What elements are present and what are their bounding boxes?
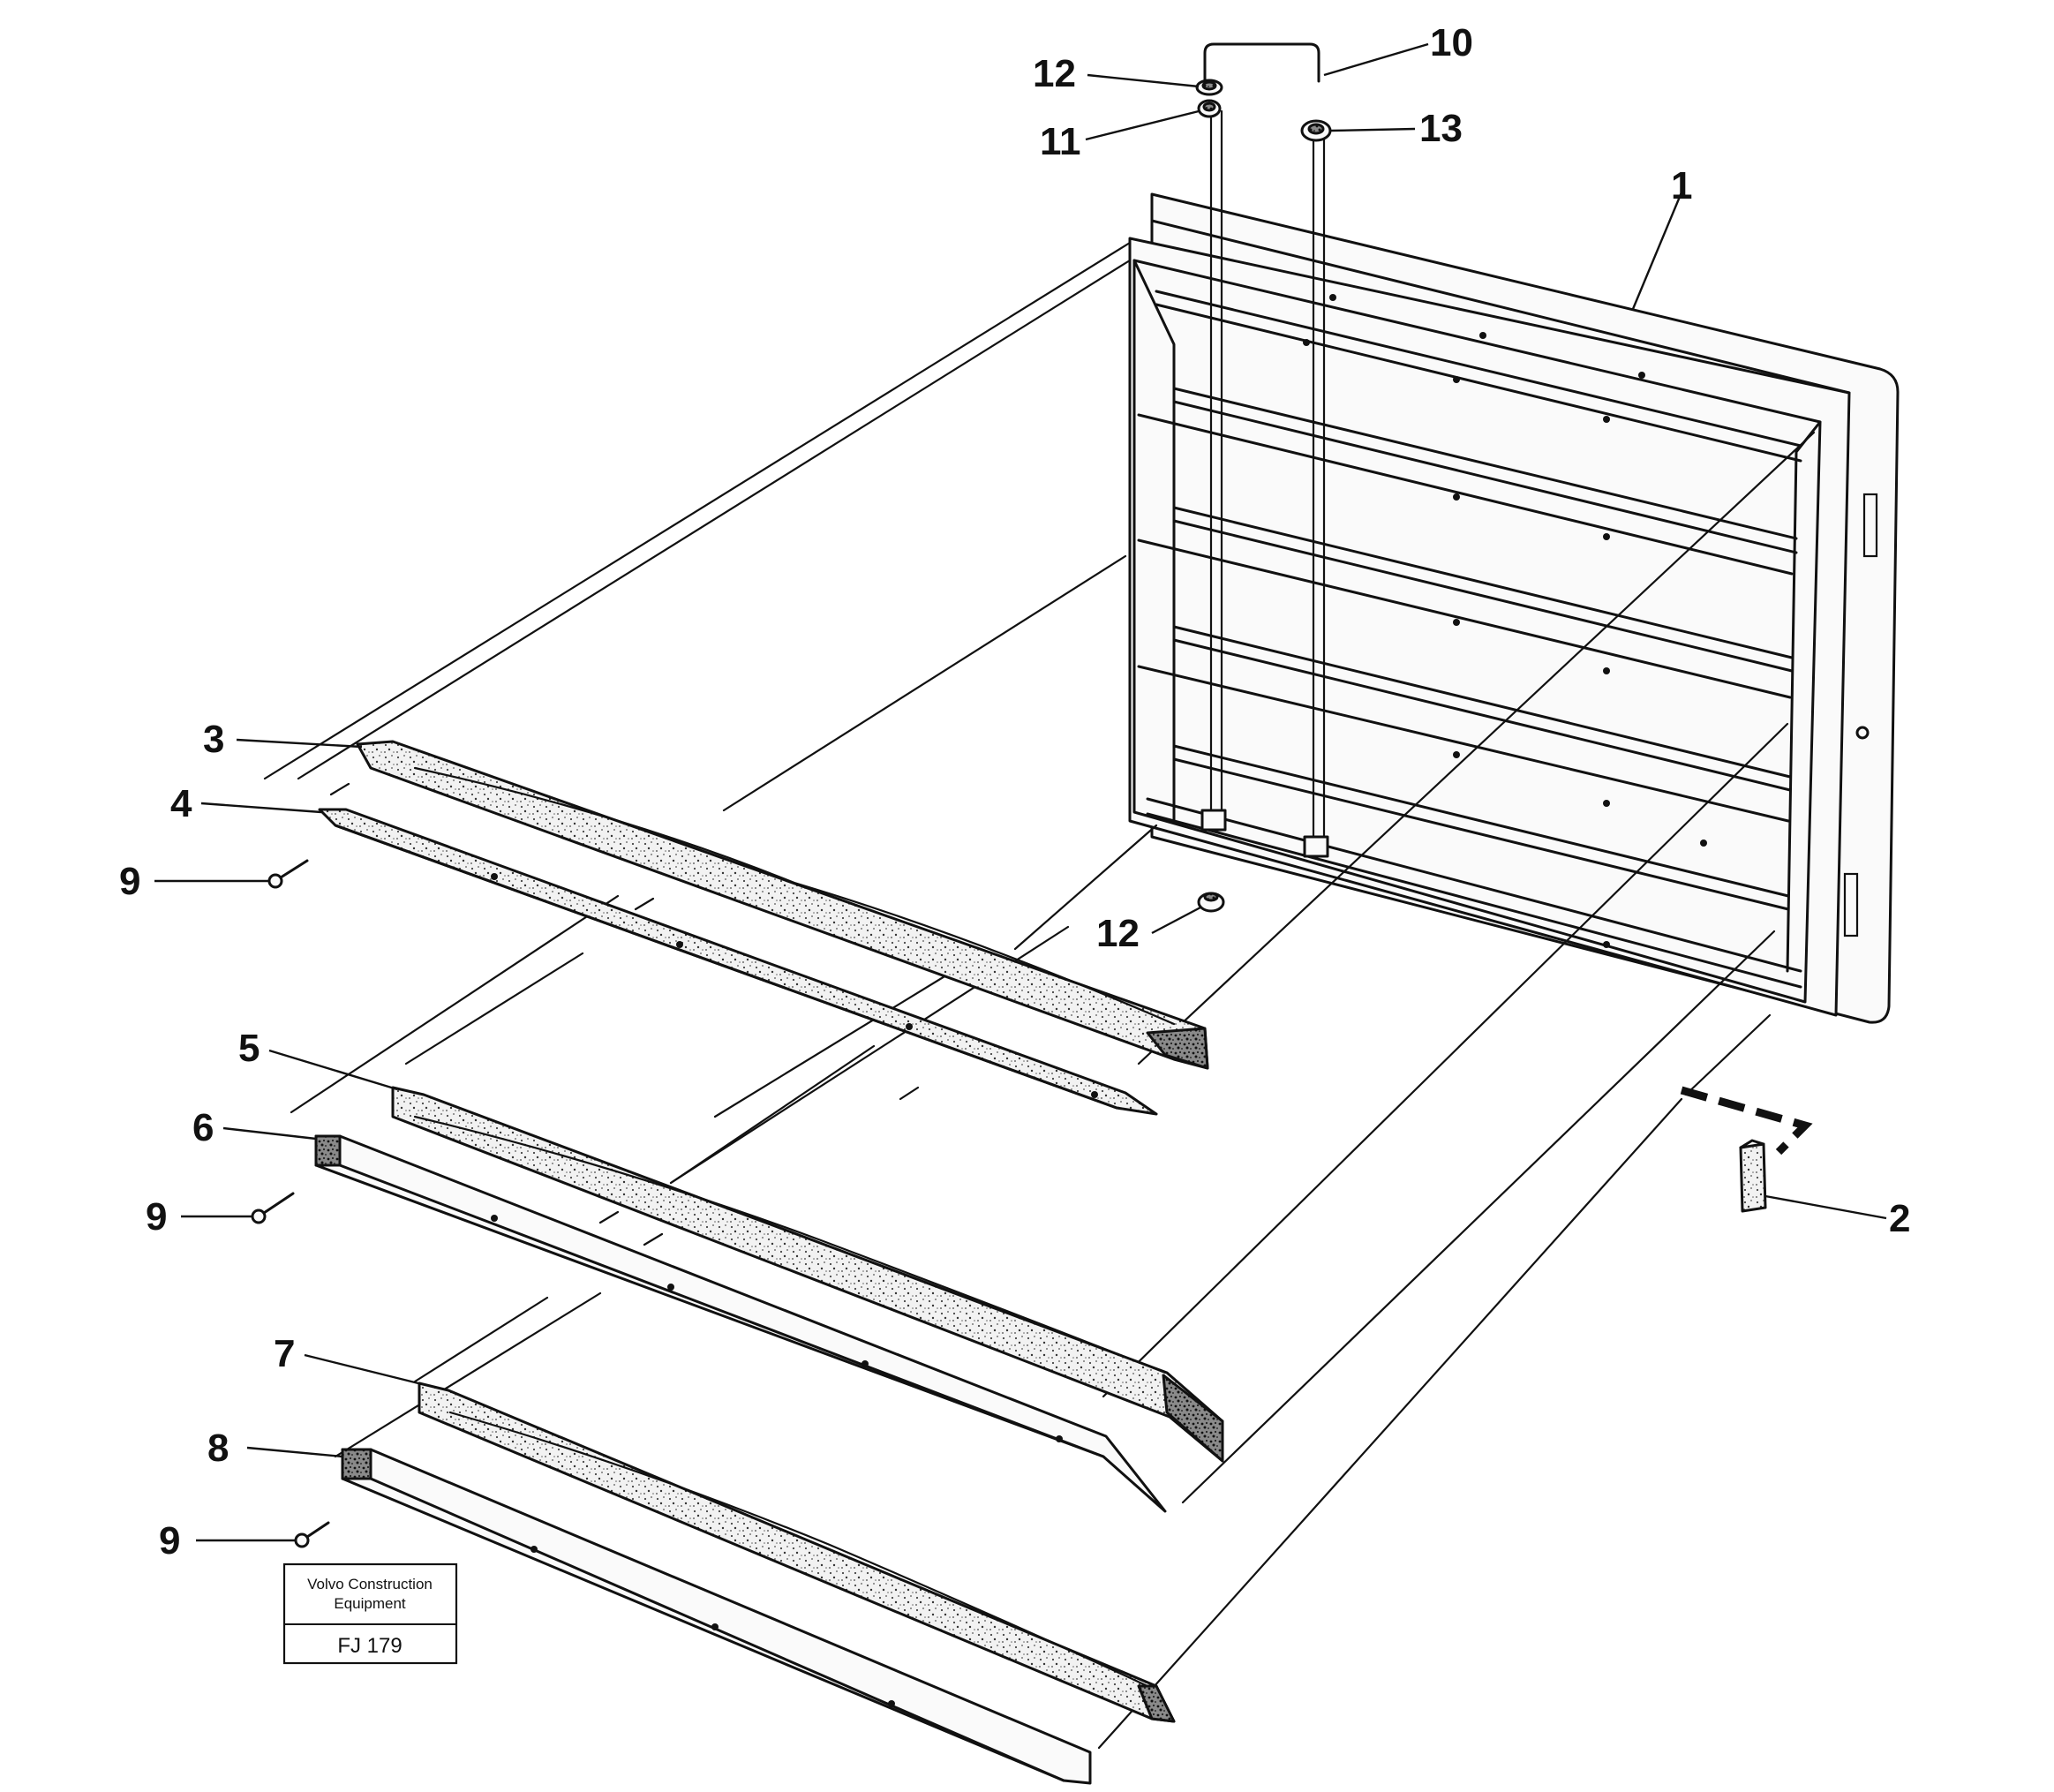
callout-leaders — [154, 42, 1887, 1542]
callout-9-bottom: 9 — [159, 1519, 180, 1562]
callout-9-top: 9 — [119, 860, 140, 903]
callout-6: 6 — [192, 1106, 214, 1149]
callout-11: 11 — [1040, 120, 1081, 163]
callout-2: 2 — [1889, 1197, 1910, 1240]
seal-strip-part-5 — [391, 1086, 1224, 1463]
stamp-line-1: Volvo Construction — [307, 1576, 433, 1592]
washer-part-11 — [1197, 99, 1222, 118]
callout-4: 4 — [170, 782, 192, 825]
screw-part-9-bottom — [294, 1521, 330, 1548]
bushing-part-13 — [1300, 119, 1332, 142]
callout-1: 1 — [1671, 164, 1692, 207]
angle-profile-part-4 — [318, 808, 1158, 1116]
callout-12-top: 12 — [1033, 52, 1076, 95]
seal-strip-part-7 — [418, 1382, 1176, 1723]
linkage-rod-part-10 — [1200, 42, 1329, 858]
callout-10: 10 — [1430, 21, 1473, 64]
callout-labels: 1 2 3 4 5 6 7 8 9 9 9 10 11 12 12 13 — [119, 21, 1910, 1562]
louvre-slats — [1137, 290, 1802, 989]
screw-part-9-top — [267, 859, 309, 889]
bushing-part-12-bottom — [1197, 892, 1225, 913]
seal-strip-part-3 — [356, 740, 1209, 1070]
callout-3: 3 — [203, 718, 224, 761]
louvre-frame-part-1 — [1128, 192, 1900, 1024]
frame-rivets — [1303, 294, 1707, 948]
foam-block-part-2 — [1739, 1139, 1767, 1213]
callout-9-middle: 9 — [146, 1195, 167, 1239]
callout-7: 7 — [274, 1332, 295, 1375]
angle-profile-part-8 — [341, 1448, 1092, 1785]
screw-part-9-middle — [251, 1192, 295, 1224]
callout-5: 5 — [238, 1027, 260, 1070]
stamp-code: FJ 179 — [337, 1634, 402, 1658]
angle-profile-part-6 — [314, 1134, 1167, 1513]
manufacturer-stamp: Volvo Construction Equipment FJ 179 — [282, 1562, 458, 1665]
stamp-line-2: Equipment — [334, 1595, 406, 1612]
callout-12-bottom: 12 — [1096, 912, 1140, 955]
callout-8: 8 — [207, 1427, 229, 1470]
washer-part-12-top — [1195, 79, 1223, 96]
callout-13: 13 — [1419, 107, 1463, 150]
